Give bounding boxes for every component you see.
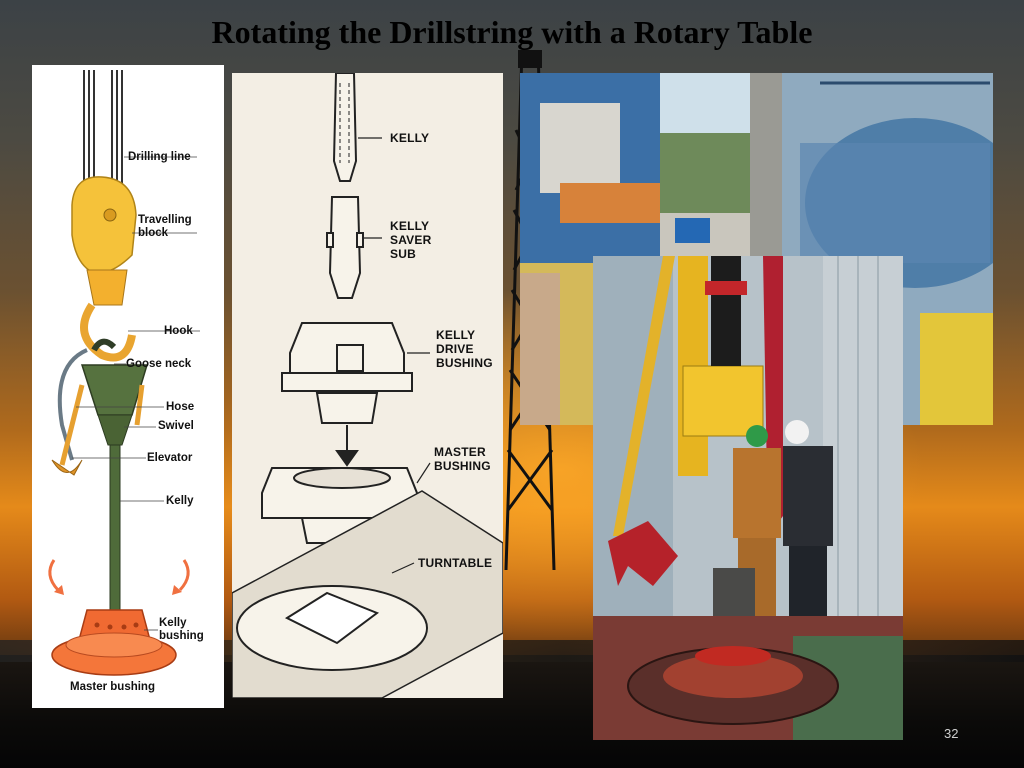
label-hook: Hook [164, 325, 193, 337]
rig-component-diagram: Drilling line Travelling block Hook Goos… [32, 65, 224, 708]
label-turntable: TURNTABLE [418, 556, 493, 570]
label-kelly-part: KELLY [390, 131, 430, 145]
label-swivel: Swivel [158, 420, 194, 432]
label-elevator: Elevator [147, 452, 193, 464]
rig-diagram-drawing [48, 70, 200, 676]
label-master-bushing-part: MASTER BUSHING [434, 445, 491, 473]
label-master-bushing: Master bushing [70, 681, 155, 693]
exploded-diagram-drawing [232, 73, 503, 698]
rotary-table-photo [593, 256, 903, 740]
rotary-table-photo-drawing [593, 256, 903, 740]
label-kelly: Kelly [166, 495, 194, 507]
label-travelling-block: Travelling block [138, 214, 192, 239]
label-kelly-bushing: Kelly bushing [159, 617, 204, 642]
label-goose-neck: Goose neck [126, 358, 192, 370]
label-drilling-line: Drilling line [128, 151, 191, 163]
page-number: 32 [944, 726, 959, 741]
label-hose: Hose [166, 401, 195, 413]
label-kelly-saver-sub: KELLY SAVER SUB [390, 219, 432, 261]
label-kelly-drive-bushing: KELLY DRIVE BUSHING [436, 328, 493, 370]
exploded-kelly-diagram: KELLY KELLY SAVER SUB KELLY DRIVE BUSHIN… [232, 73, 503, 698]
slide-title: Rotating the Drillstring with a Rotary T… [211, 14, 813, 50]
